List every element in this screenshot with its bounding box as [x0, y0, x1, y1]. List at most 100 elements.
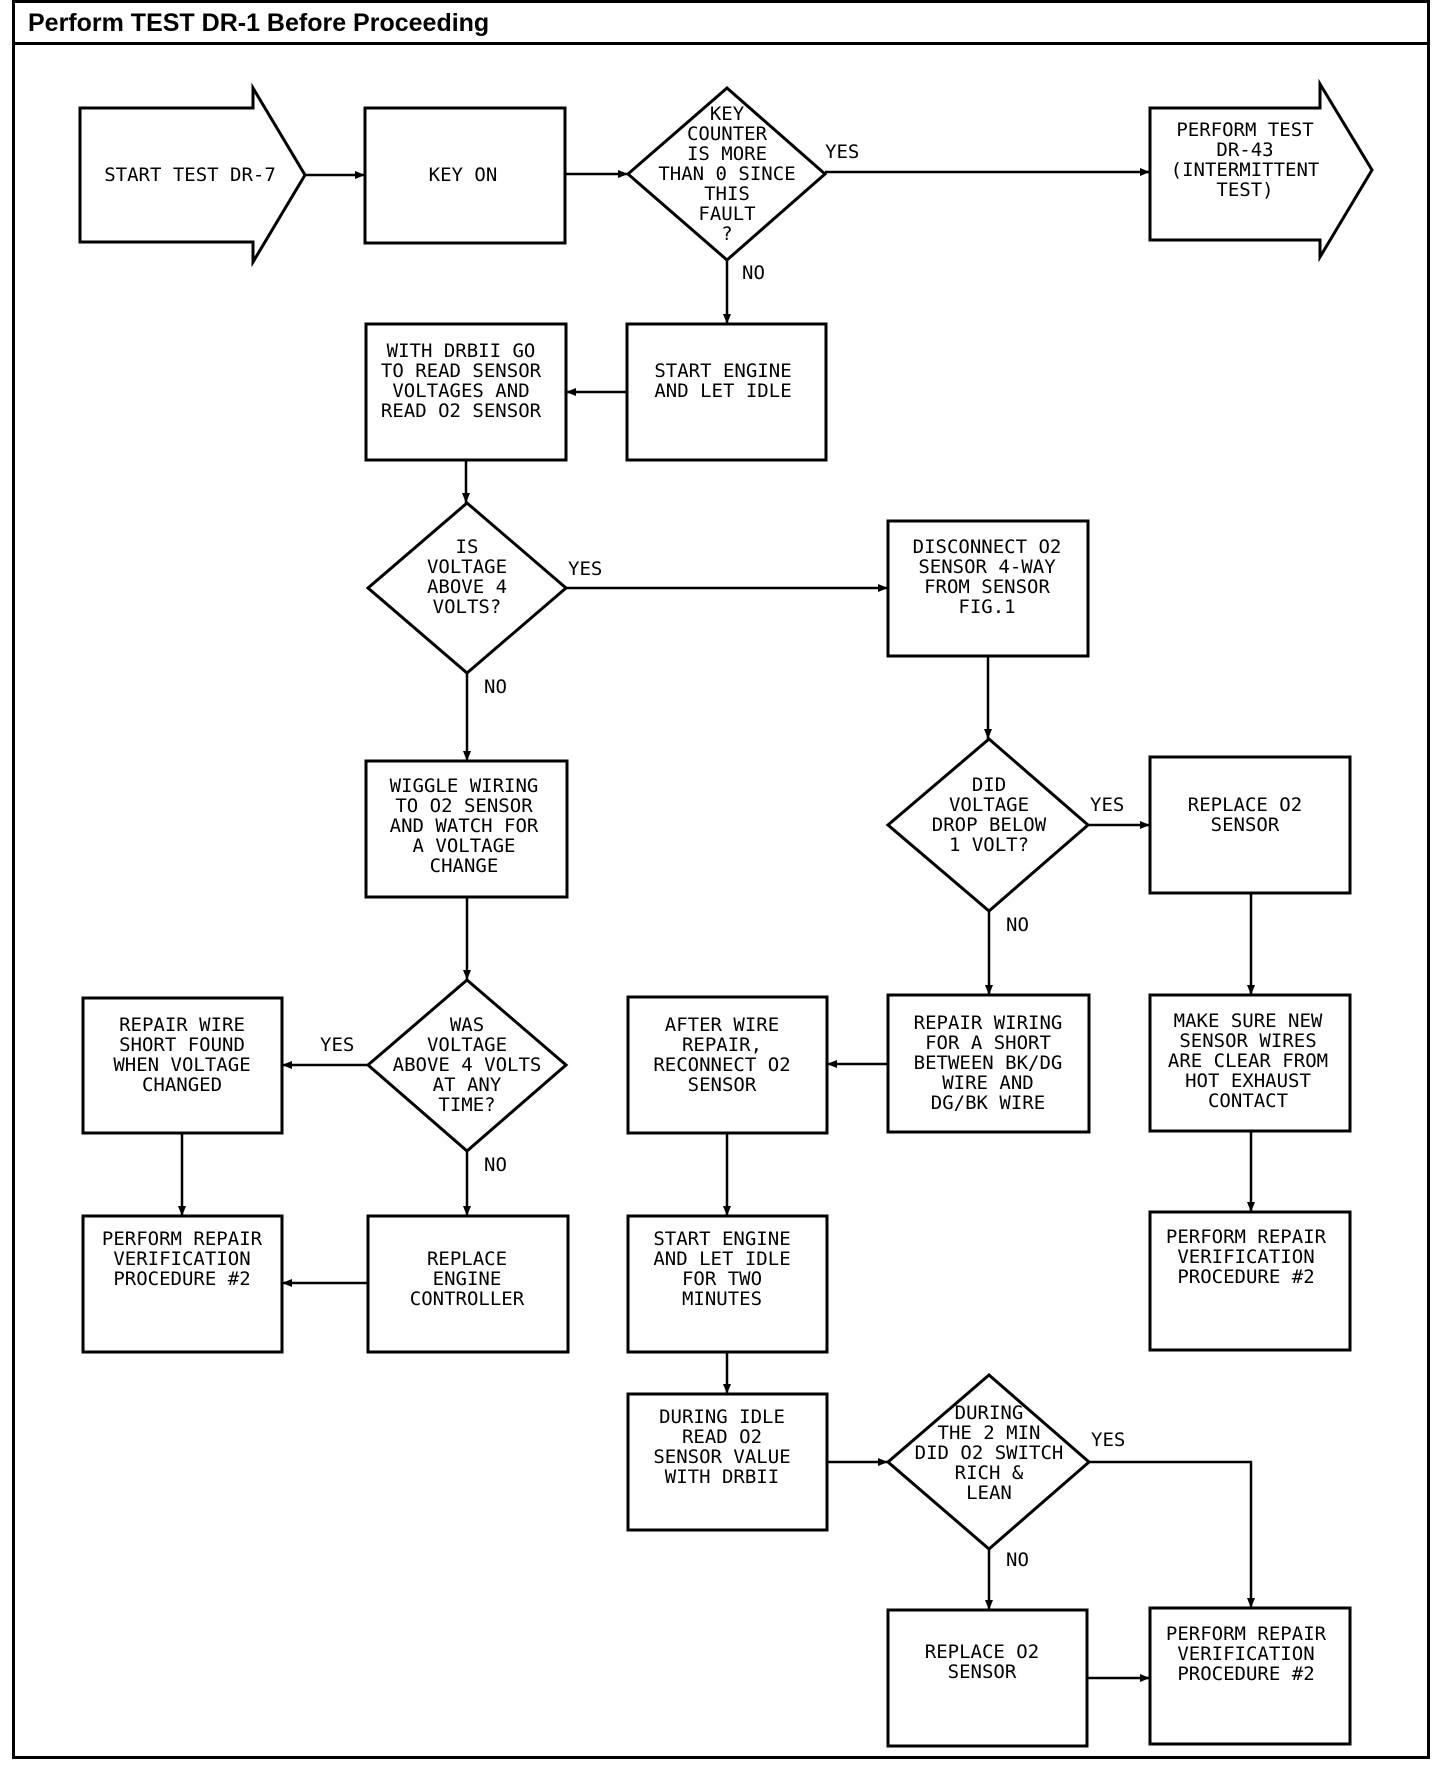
node-text-line: PROCEDURE #2 [113, 1268, 250, 1290]
yes-label: YES [320, 1034, 354, 1056]
node-text-line: MAKE SURE NEW [1174, 1010, 1323, 1032]
node-text-line: SENSOR [688, 1074, 757, 1096]
no-label: NO [484, 676, 507, 698]
node-text-line: CONTACT [1208, 1090, 1288, 1112]
node-text-line: PERFORM REPAIR [1166, 1623, 1327, 1645]
node-text-line: DID O2 SWITCH [915, 1442, 1064, 1464]
node-text-line: ? [721, 223, 732, 245]
node-text-line: SENSOR WIRES [1179, 1030, 1316, 1052]
no-label: NO [1006, 1549, 1029, 1571]
node-text-line: VOLTS? [433, 596, 502, 618]
yes-label: YES [1090, 794, 1124, 816]
disconnect-o2-box [886, 519, 1090, 658]
no-label: NO [1006, 914, 1029, 936]
node-text-line: AND LET IDLE [654, 380, 791, 402]
node-text-line: DG/BK WIRE [931, 1092, 1045, 1114]
node-text-line: ARE CLEAR FROM [1168, 1050, 1328, 1072]
node-text-line: ABOVE 4 VOLTS [393, 1054, 542, 1076]
node-text-line: PERFORM REPAIR [102, 1228, 263, 1250]
node-text-line: START ENGINE [653, 1228, 790, 1250]
node-text-line: FIG.1 [958, 596, 1015, 618]
node-text-line: SENSOR [1211, 814, 1280, 836]
node-text-line: CONTROLLER [410, 1288, 525, 1310]
start-label: START TEST DR-7 [104, 164, 276, 186]
node-text-line: MINUTES [682, 1288, 762, 1310]
replace-o2-box-top [1148, 755, 1352, 895]
node-text-line: VERIFICATION [113, 1248, 250, 1270]
node-text-line: PROCEDURE #2 [1177, 1663, 1314, 1685]
replace-o2-box-bottom [886, 1608, 1089, 1748]
node-text-line: READ O2 SENSOR [381, 400, 542, 422]
yes-label: YES [1091, 1429, 1125, 1451]
node-text-line: WAS [450, 1014, 484, 1036]
node-text-line: KEY ON [429, 164, 498, 186]
node-text-line: REPAIR, [682, 1034, 762, 1056]
node-text-line: (INTERMITTENT [1171, 159, 1320, 181]
make-sure-wires-box [1148, 993, 1352, 1133]
page-title: Perform TEST DR-1 Before Proceeding [28, 9, 490, 37]
node-text-line: DR-43 [1216, 139, 1273, 161]
verify-right-box [1148, 1210, 1352, 1352]
node-text-line: READ O2 [682, 1426, 762, 1448]
node-text-line: CHANGE [430, 855, 499, 877]
node-text-line: WITH DRBII [665, 1466, 779, 1488]
after-wire-repair-box [626, 995, 829, 1135]
node-text-line: THAN 0 SINCE [658, 163, 795, 185]
wiggle-wiring-box [364, 759, 569, 899]
node-text-line: COUNTER [687, 123, 768, 145]
node-text-line: FAULT [698, 203, 755, 225]
node-text-line: TO READ SENSOR [381, 360, 542, 382]
node-text-line: VERIFICATION [1177, 1643, 1314, 1665]
node-text-line: IS MORE [687, 143, 767, 165]
node-text-line: WHEN VOLTAGE [113, 1054, 250, 1076]
start-arrow-shape [78, 82, 307, 268]
node-text-line: FOR A SHORT [925, 1032, 1051, 1054]
node-text-line: WITH DRBII GO [387, 340, 536, 362]
perform-dr43-arrow-shape [1148, 78, 1374, 263]
node-text-line: DROP BELOW [932, 814, 1047, 836]
node-text-line: RICH & [955, 1462, 1024, 1484]
node-text-line: WIGGLE WIRING [390, 775, 539, 797]
yes-label: YES [825, 141, 859, 163]
node-text-line: HOT EXHAUST [1185, 1070, 1311, 1092]
node-text-line: SHORT FOUND [119, 1034, 245, 1056]
key-on-box [363, 106, 567, 245]
node-text-line: PERFORM TEST [1176, 119, 1313, 141]
yes-label: YES [568, 558, 602, 580]
node-text-line: FROM SENSOR [924, 576, 1050, 598]
key-on-label: KEY ON [429, 164, 498, 186]
node-text-line: IS [456, 536, 479, 558]
node-text-line: START ENGINE [654, 360, 791, 382]
node-text-line: SENSOR VALUE [653, 1446, 790, 1468]
node-text-line: VOLTAGE [949, 794, 1029, 816]
node-text-line: SENSOR [948, 1661, 1017, 1683]
node-text-line: DURING [955, 1402, 1024, 1424]
header-bar: Perform TEST DR-1 Before Proceeding [15, 3, 1427, 45]
node-text-line: VOLTAGES AND [392, 380, 529, 402]
node-text-line: ABOVE 4 [427, 576, 507, 598]
node-text-line: VERIFICATION [1177, 1246, 1314, 1268]
node-text-line: THIS [704, 183, 750, 205]
no-label: NO [742, 262, 765, 284]
node-text-line: LEAN [966, 1482, 1012, 1504]
verify-left-box [81, 1214, 284, 1354]
node-text-line: SENSOR 4-WAY [918, 556, 1056, 578]
node-text-line: AND LET IDLE [653, 1248, 790, 1270]
no-label: NO [484, 1154, 507, 1176]
node-text-line: FOR TWO [682, 1268, 762, 1290]
node-text-line: VOLTAGE [427, 556, 507, 578]
